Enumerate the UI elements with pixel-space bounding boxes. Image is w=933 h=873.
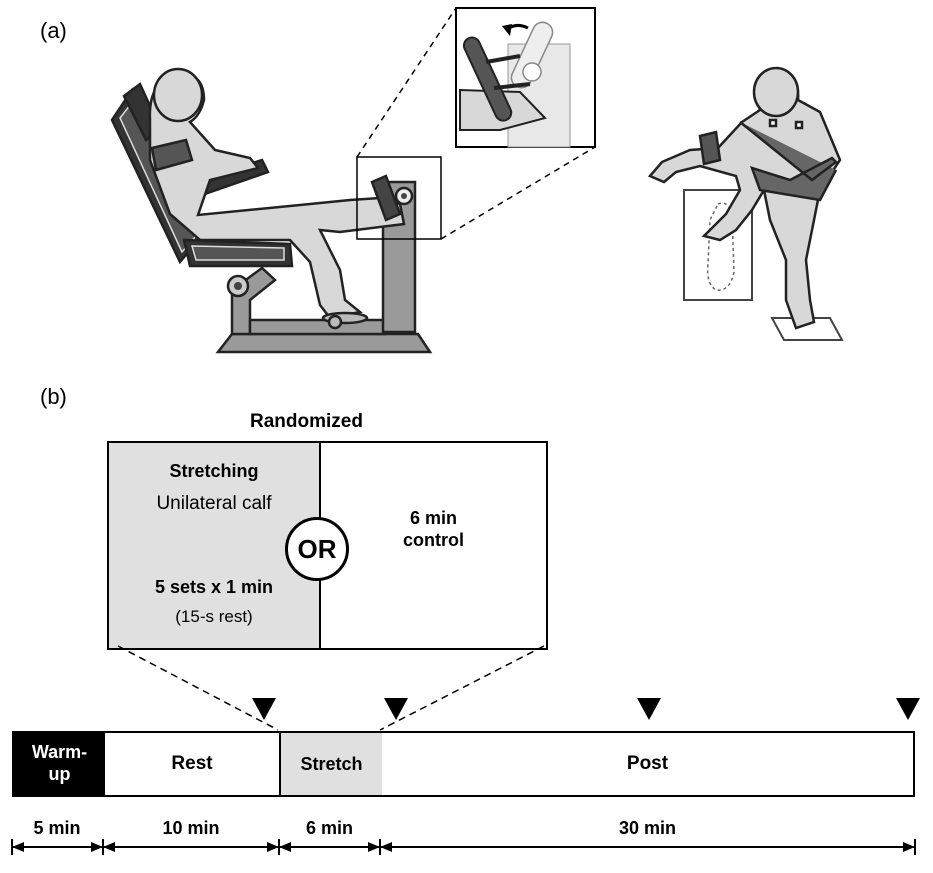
measurement-marker-3 (637, 698, 661, 720)
timeline-bar: Warm- up Rest Stretch Post (12, 731, 915, 797)
zoom-line-right (379, 645, 545, 731)
stretching-subtitle: Unilateral calf (156, 493, 272, 514)
randomization-box: Stretching Unilateral calf 5 sets x 1 mi… (107, 441, 548, 650)
ankle-strap-inset (455, 7, 596, 148)
zoom-source-box (356, 156, 442, 240)
segment-warmup-line2: up (48, 764, 71, 784)
stretching-sets: 5 sets x 1 min (154, 577, 274, 597)
segment-warmup-line1: Warm- (31, 742, 88, 762)
panel-a-illustration (110, 7, 844, 354)
segment-warmup: Warm- up (12, 731, 107, 797)
panel-b-label: (b) (40, 384, 67, 409)
duration-arrows (11, 839, 916, 855)
duration-post: 30 min (618, 818, 677, 838)
zoom-line-left (117, 645, 279, 731)
control-line2: control (403, 530, 464, 550)
stretching-rest: (15-s rest) (175, 607, 253, 626)
stretching-title: Stretching (169, 461, 259, 481)
duration-warmup: 5 min (33, 818, 81, 838)
duration-rest: 10 min (162, 818, 220, 838)
duration-stretch: 6 min (305, 818, 353, 838)
seated-ergometer-figure (110, 67, 433, 354)
control-option: 6 min control (321, 507, 546, 551)
zoom-line-top (356, 7, 457, 158)
standing-figure (647, 66, 844, 341)
control-line1: 6 min (409, 508, 457, 528)
randomized-label: Randomized (250, 411, 363, 432)
or-circle: OR (285, 517, 349, 581)
measurement-marker-1 (252, 698, 276, 720)
segment-stretch: Stretch (279, 731, 384, 797)
panel-a-label: (a) (40, 18, 67, 43)
zoom-line-bottom (440, 146, 596, 240)
measurement-marker-4 (896, 698, 920, 720)
segment-post: Post (382, 731, 915, 797)
segment-rest: Rest (105, 731, 281, 797)
measurement-marker-2 (384, 698, 408, 720)
timeline-graphics (11, 645, 920, 855)
